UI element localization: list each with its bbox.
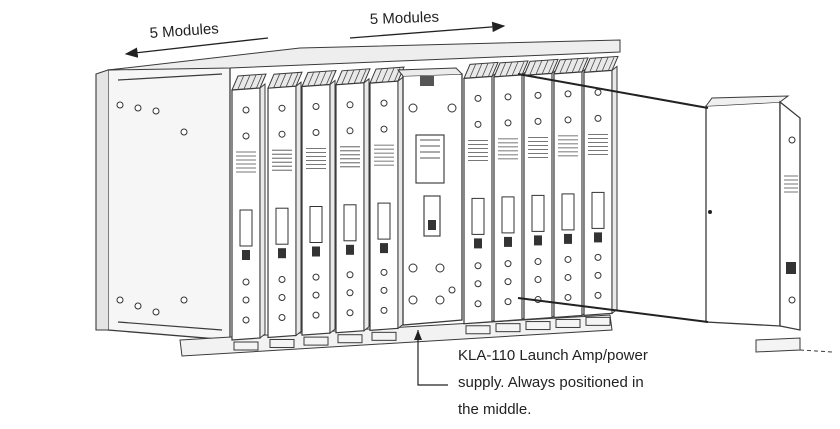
module-4	[335, 68, 371, 344]
right-modules-text: 5 Modules	[370, 9, 440, 28]
module-1	[231, 73, 267, 351]
launch-amp-display	[415, 134, 445, 184]
module-5	[369, 66, 405, 341]
left-panel-screw-holes	[116, 101, 188, 316]
launch-amp-module	[396, 67, 463, 326]
right-arrow	[349, 21, 506, 39]
extracted-module-fins	[784, 175, 798, 193]
module-7	[493, 60, 529, 333]
caption-line-1: KLA-110 Launch Amp/power	[458, 347, 648, 364]
caption: KLA-110 Launch Amp/power supply. Always …	[458, 342, 688, 423]
modules-row	[231, 55, 619, 351]
left-modules-text: 5 Modules	[149, 20, 219, 42]
left-modules-label: 5 Modules	[124, 20, 269, 58]
module-9	[553, 57, 589, 328]
leader-line-bottom	[517, 297, 709, 323]
module-6	[463, 61, 499, 335]
caption-line-2: supply. Always positioned in	[458, 374, 644, 391]
caption-line-3: the middle.	[458, 401, 532, 418]
module-2	[267, 71, 303, 348]
left-arrow	[124, 37, 269, 58]
right-modules-label: 5 Modules	[349, 9, 506, 39]
module-3	[301, 69, 337, 346]
caption-arrowhead	[414, 330, 422, 340]
launch-amp-connector	[420, 76, 434, 86]
module-8	[523, 58, 559, 331]
extracted-module	[705, 95, 833, 353]
module-10	[583, 55, 619, 326]
caption-callout-line	[417, 330, 448, 386]
leader-line-top	[517, 73, 709, 109]
